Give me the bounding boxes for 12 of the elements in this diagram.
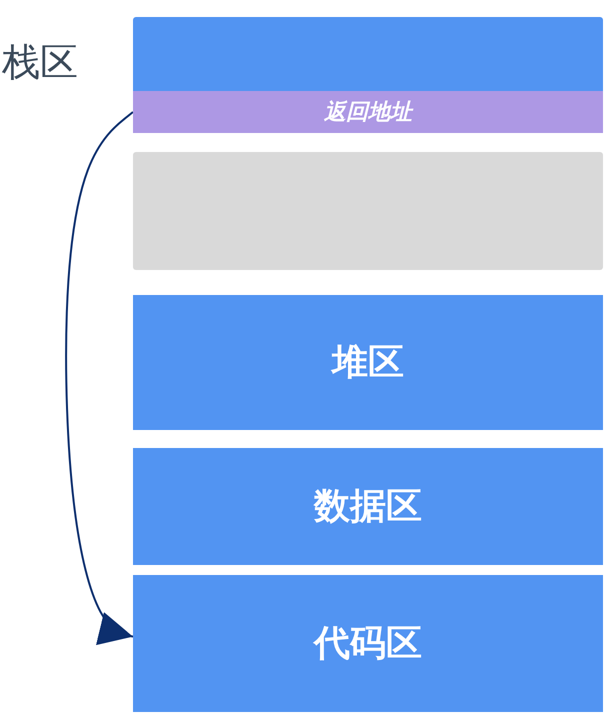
segment-label: 栈区 — [2, 39, 78, 86]
memory-segment — [133, 448, 603, 565]
arrow — [65, 111, 134, 646]
return-address-band — [133, 91, 603, 133]
stack-segment — [133, 17, 603, 133]
free-memory-block — [133, 152, 603, 270]
memory-segment — [133, 575, 603, 712]
segment-label: 返回地址 — [324, 99, 412, 127]
segment-label: 代码区 — [314, 622, 422, 666]
memory-segment — [133, 295, 603, 430]
segment-label: 数据区 — [314, 485, 422, 529]
segment-label: 堆区 — [332, 341, 404, 385]
